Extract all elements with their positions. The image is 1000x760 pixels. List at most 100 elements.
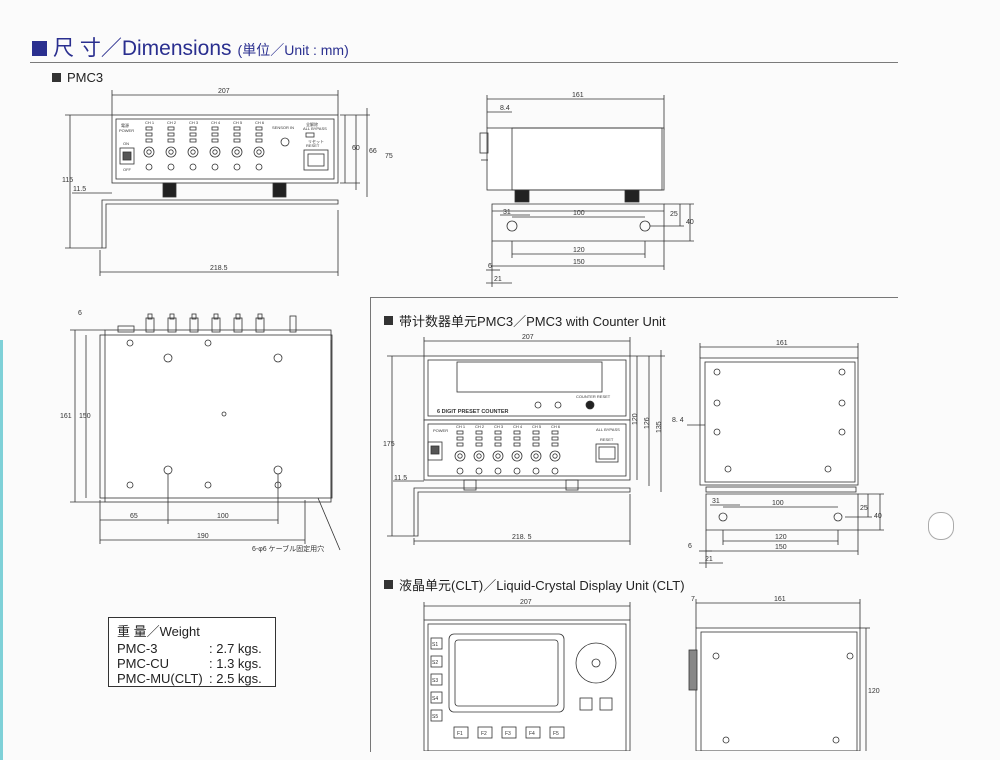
page-edge-strip xyxy=(0,340,3,760)
channel-label: CH 6 xyxy=(551,424,561,429)
function-key xyxy=(549,726,565,739)
svg-text:135: 135 xyxy=(656,421,663,433)
sensor-connector xyxy=(231,146,243,158)
svg-text:60: 60 xyxy=(352,145,360,152)
svg-text:190: 190 xyxy=(197,533,209,540)
function-key xyxy=(453,726,469,739)
page-title: 尺 寸／Dimensions (単位／Unit : mm) xyxy=(32,32,349,62)
svg-text:161: 161 xyxy=(776,340,788,347)
svg-text:6: 6 xyxy=(688,543,692,550)
counter-front-view: 207 6 DIGIT PRESET COUNTER COUNTER RESET… xyxy=(383,334,665,545)
side-key xyxy=(430,691,443,704)
svg-text:8. 4: 8. 4 xyxy=(672,417,684,424)
svg-text:207: 207 xyxy=(520,599,532,606)
sensor-connector xyxy=(549,450,561,462)
page-hole-mark xyxy=(928,512,954,540)
svg-text:100: 100 xyxy=(217,513,229,520)
channel-label: CH 6 xyxy=(255,120,265,125)
reset-button xyxy=(303,149,329,171)
svg-text:6: 6 xyxy=(78,310,82,317)
svg-text:218. 5: 218. 5 xyxy=(512,534,532,541)
svg-text:COUNTER RESET: COUNTER RESET xyxy=(576,394,611,399)
svg-text:120: 120 xyxy=(573,247,585,254)
sensor-connector xyxy=(530,450,542,462)
sensor-connector xyxy=(511,450,523,462)
svg-text:161: 161 xyxy=(60,413,72,420)
svg-text:RESET: RESET xyxy=(306,143,320,148)
svg-text:F1: F1 xyxy=(457,731,463,737)
channel-label: CH 2 xyxy=(167,120,177,125)
svg-text:120: 120 xyxy=(868,688,880,695)
svg-text:8.4: 8.4 xyxy=(500,105,510,112)
svg-text:150: 150 xyxy=(775,544,787,551)
weight-row: PMC-CU : 1.3 kgs. xyxy=(117,656,262,671)
svg-text:S1: S1 xyxy=(432,642,438,648)
dim-207: 207 xyxy=(218,88,230,95)
svg-text:120: 120 xyxy=(632,413,639,425)
svg-text:POWER: POWER xyxy=(433,428,448,433)
svg-text:S4: S4 xyxy=(432,696,438,702)
svg-text:POWER: POWER xyxy=(119,128,134,133)
svg-text:SENSOR IN: SENSOR IN xyxy=(272,125,294,130)
function-key xyxy=(477,726,493,739)
svg-text:F5: F5 xyxy=(553,731,559,737)
svg-text:21: 21 xyxy=(494,276,502,283)
side-key xyxy=(430,709,443,722)
bullet-square-icon xyxy=(52,73,61,82)
channel-label: CH 3 xyxy=(189,120,199,125)
sensor-connector xyxy=(209,146,221,158)
power-switch xyxy=(119,147,135,165)
svg-text:65: 65 xyxy=(130,513,138,520)
function-key xyxy=(525,726,541,739)
svg-text:S3: S3 xyxy=(432,678,438,684)
section-pmc3: PMC3 xyxy=(52,70,103,85)
channel-label: CH 4 xyxy=(513,424,523,429)
svg-text:120: 120 xyxy=(775,534,787,541)
svg-text:161: 161 xyxy=(572,92,584,99)
header-rule xyxy=(30,62,898,63)
svg-text:6 DIGIT PRESET COUNTER: 6 DIGIT PRESET COUNTER xyxy=(437,409,509,415)
svg-text:RESET: RESET xyxy=(600,437,614,442)
svg-text:25: 25 xyxy=(670,211,678,218)
channel-label: CH 1 xyxy=(456,424,466,429)
svg-text:6: 6 xyxy=(488,263,492,270)
svg-text:126: 126 xyxy=(644,417,651,429)
svg-text:207: 207 xyxy=(522,334,534,341)
pmc3-top-view: 161 150 6 65 100 190 6-φ6 ケーブル固定用穴 xyxy=(60,310,341,553)
weight-table: 重 量／Weight PMC-3 : 2.7 kgs. PMC-CU : 1.3… xyxy=(108,617,276,687)
svg-text:40: 40 xyxy=(874,513,882,520)
section-lcd: 液晶单元(CLT)／Liquid-Crystal Display Unit (C… xyxy=(384,575,685,594)
svg-text:175: 175 xyxy=(383,441,395,448)
sensor-connector xyxy=(187,146,199,158)
svg-text:全解除: 全解除 xyxy=(306,121,318,127)
unit-note: (単位／Unit : mm) xyxy=(237,42,349,58)
lcd-side-view: 161 7 120 xyxy=(688,596,880,751)
svg-text:161: 161 xyxy=(774,596,786,603)
channel-label: CH 2 xyxy=(475,424,485,429)
svg-text:150: 150 xyxy=(573,259,585,266)
svg-text:ON: ON xyxy=(123,141,129,146)
section-counter: 带计数器单元PMC3／PMC3 with Counter Unit xyxy=(384,311,666,330)
svg-text:OFF: OFF xyxy=(123,167,132,172)
side-key xyxy=(430,655,443,668)
side-key xyxy=(430,673,443,686)
side-key xyxy=(430,637,443,650)
sensor-connector xyxy=(165,146,177,158)
svg-text:11.5: 11.5 xyxy=(73,186,86,193)
svg-text:S2: S2 xyxy=(432,660,438,666)
sensor-connector xyxy=(253,146,265,158)
svg-text:ALL BYPASS: ALL BYPASS xyxy=(596,427,620,432)
svg-text:21: 21 xyxy=(705,556,713,563)
svg-text:31: 31 xyxy=(712,498,720,505)
svg-text:218.5: 218.5 xyxy=(210,265,228,272)
svg-text:66: 66 xyxy=(369,148,377,155)
svg-text:7: 7 xyxy=(691,596,695,603)
svg-text:100: 100 xyxy=(772,500,784,507)
svg-text:40: 40 xyxy=(686,219,694,226)
svg-text:31: 31 xyxy=(503,209,511,216)
title-text: 尺 寸／Dimensions xyxy=(53,37,232,60)
function-key xyxy=(501,726,517,739)
sensor-connector xyxy=(143,146,155,158)
svg-text:6-φ6 ケーブル固定用穴: 6-φ6 ケーブル固定用穴 xyxy=(252,544,324,553)
